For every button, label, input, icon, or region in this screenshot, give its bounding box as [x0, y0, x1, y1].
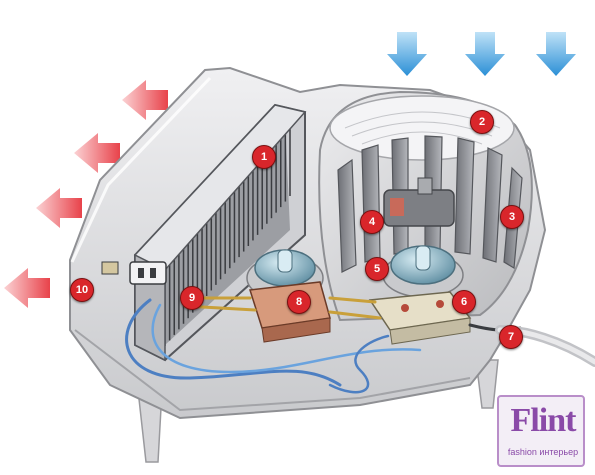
intake-arrow-icon	[387, 32, 427, 76]
element-connector	[101, 261, 167, 285]
logo-word: Flint	[510, 402, 577, 439]
intake-arrows	[387, 32, 576, 76]
callout-4: 4	[360, 210, 384, 234]
exhaust-arrow-icon	[36, 188, 82, 228]
callout-3: 3	[500, 205, 524, 229]
logo-tagline: fashion интерьер	[507, 447, 579, 457]
exhaust-arrow-icon	[74, 133, 120, 173]
exhaust-arrow-icon	[4, 268, 50, 308]
intake-arrow-icon	[465, 32, 505, 76]
callout-7: 7	[499, 325, 523, 349]
terminal-block	[368, 291, 472, 345]
exhaust-arrows	[4, 80, 168, 308]
flint-logo: Flint fashion интерьер	[497, 395, 585, 467]
housing-edge	[70, 76, 212, 263]
housing-rim	[74, 329, 471, 412]
callout-1: 1	[252, 145, 276, 169]
knob-right	[382, 245, 464, 298]
callout-9: 9	[180, 286, 204, 310]
callout-10: 10	[70, 278, 94, 302]
callout-8: 8	[287, 290, 311, 314]
callout-5: 5	[365, 257, 389, 281]
heating-fins	[164, 118, 291, 346]
intake-arrow-icon	[536, 32, 576, 76]
callout-6: 6	[452, 290, 476, 314]
callout-2: 2	[470, 110, 494, 134]
fan-motor	[383, 177, 455, 227]
exhaust-arrow-icon	[122, 80, 168, 120]
